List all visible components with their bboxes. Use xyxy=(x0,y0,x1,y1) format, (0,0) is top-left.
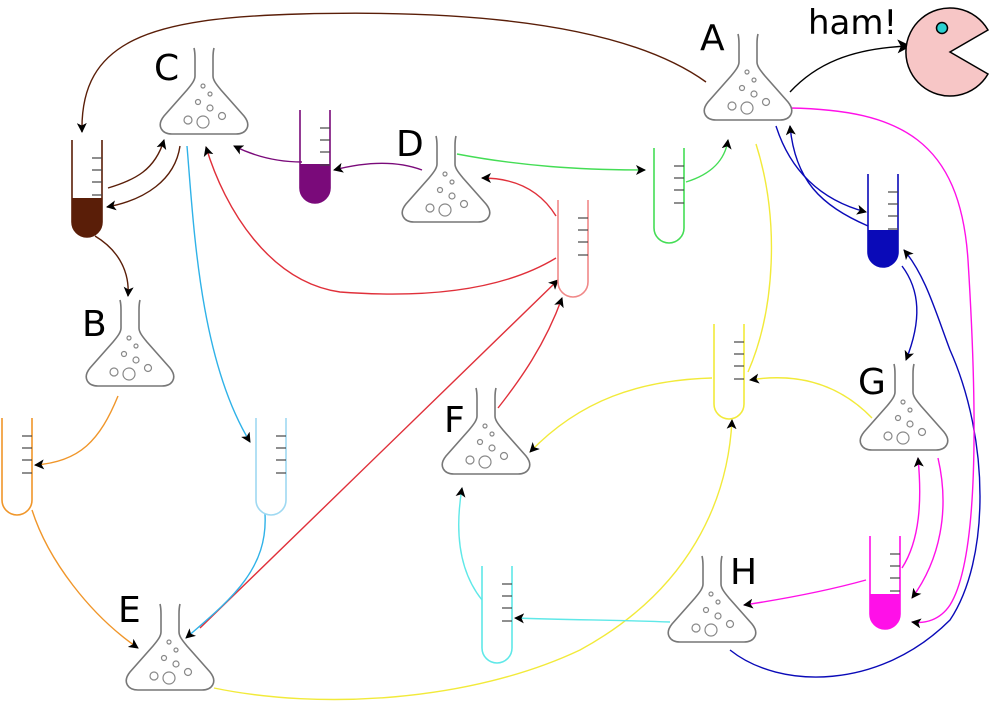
edge-yellow-tube-to-f xyxy=(529,377,713,453)
magenta-tube-icon xyxy=(869,536,901,630)
edge-brown-tube-to-c xyxy=(107,139,167,189)
edge-brown-tube-to-b xyxy=(94,235,134,297)
edge-a-to-magenta-tube xyxy=(789,107,975,629)
edge-purple-tube-to-c xyxy=(233,145,303,163)
cyan-tube-icon xyxy=(481,566,513,664)
edge-a-to-blue-tube xyxy=(775,125,867,215)
edge-g-to-yellow-tube xyxy=(749,373,873,419)
tubes xyxy=(1,110,901,664)
edge-h-to-blue-tube xyxy=(729,249,981,678)
node-label-f: F xyxy=(444,400,465,441)
edge-d-to-purple-tube xyxy=(333,162,423,173)
node-label-b: B xyxy=(82,304,107,345)
labels: A B C D E F G H ham! xyxy=(82,3,897,631)
edge-b-to-orange-tube xyxy=(34,395,119,470)
red-tube-icon xyxy=(557,200,589,298)
blue-tube-icon xyxy=(867,174,899,268)
edge-d-to-green-tube xyxy=(456,153,646,175)
pacman-icon xyxy=(905,7,990,97)
edge-blue-tube-to-a xyxy=(785,125,869,227)
edge-magenta-tube-to-h xyxy=(743,579,867,609)
edge-cyan-tube-to-f xyxy=(455,487,483,601)
brown-tube-icon xyxy=(71,140,103,238)
edge-red-tube-to-d xyxy=(481,173,557,217)
edge-f-to-red-tube xyxy=(497,297,564,409)
node-label-c: C xyxy=(154,48,179,89)
node-label-g: G xyxy=(858,362,886,403)
yellow-tube-icon xyxy=(713,324,745,420)
edge-lightblue-tube-to-e xyxy=(185,513,266,639)
edge-a-to-pacman xyxy=(789,39,912,93)
output-label: ham! xyxy=(808,3,897,43)
node-label-a: A xyxy=(700,18,725,59)
edge-orange-tube-to-e xyxy=(31,509,139,649)
lightblue-tube-icon xyxy=(255,418,287,516)
purple-tube-icon xyxy=(299,110,331,204)
edge-c-to-lightblue-tube xyxy=(186,145,251,443)
edge-h-to-cyan-tube xyxy=(514,613,671,624)
node-label-d: D xyxy=(396,124,424,165)
node-label-e: E xyxy=(118,590,141,631)
edge-blue-tube-to-g xyxy=(901,265,918,361)
edge-e-to-red-tube xyxy=(199,279,559,629)
edges xyxy=(31,12,981,701)
edge-c-to-brown-tube xyxy=(106,145,181,211)
edge-g-to-magenta-tube xyxy=(911,457,944,599)
green-tube-icon xyxy=(653,148,685,244)
edge-green-tube-to-a xyxy=(685,139,732,183)
edge-magenta-tube-to-g xyxy=(901,457,924,569)
edge-a-to-yellow-tube xyxy=(747,143,773,373)
node-label-h: H xyxy=(730,552,757,593)
orange-tube-icon xyxy=(1,418,33,516)
edge-a-to-brown-tube xyxy=(76,12,707,133)
edge-e-to-yellow-tube xyxy=(213,419,737,701)
edge-red-tube-to-c xyxy=(203,146,557,295)
